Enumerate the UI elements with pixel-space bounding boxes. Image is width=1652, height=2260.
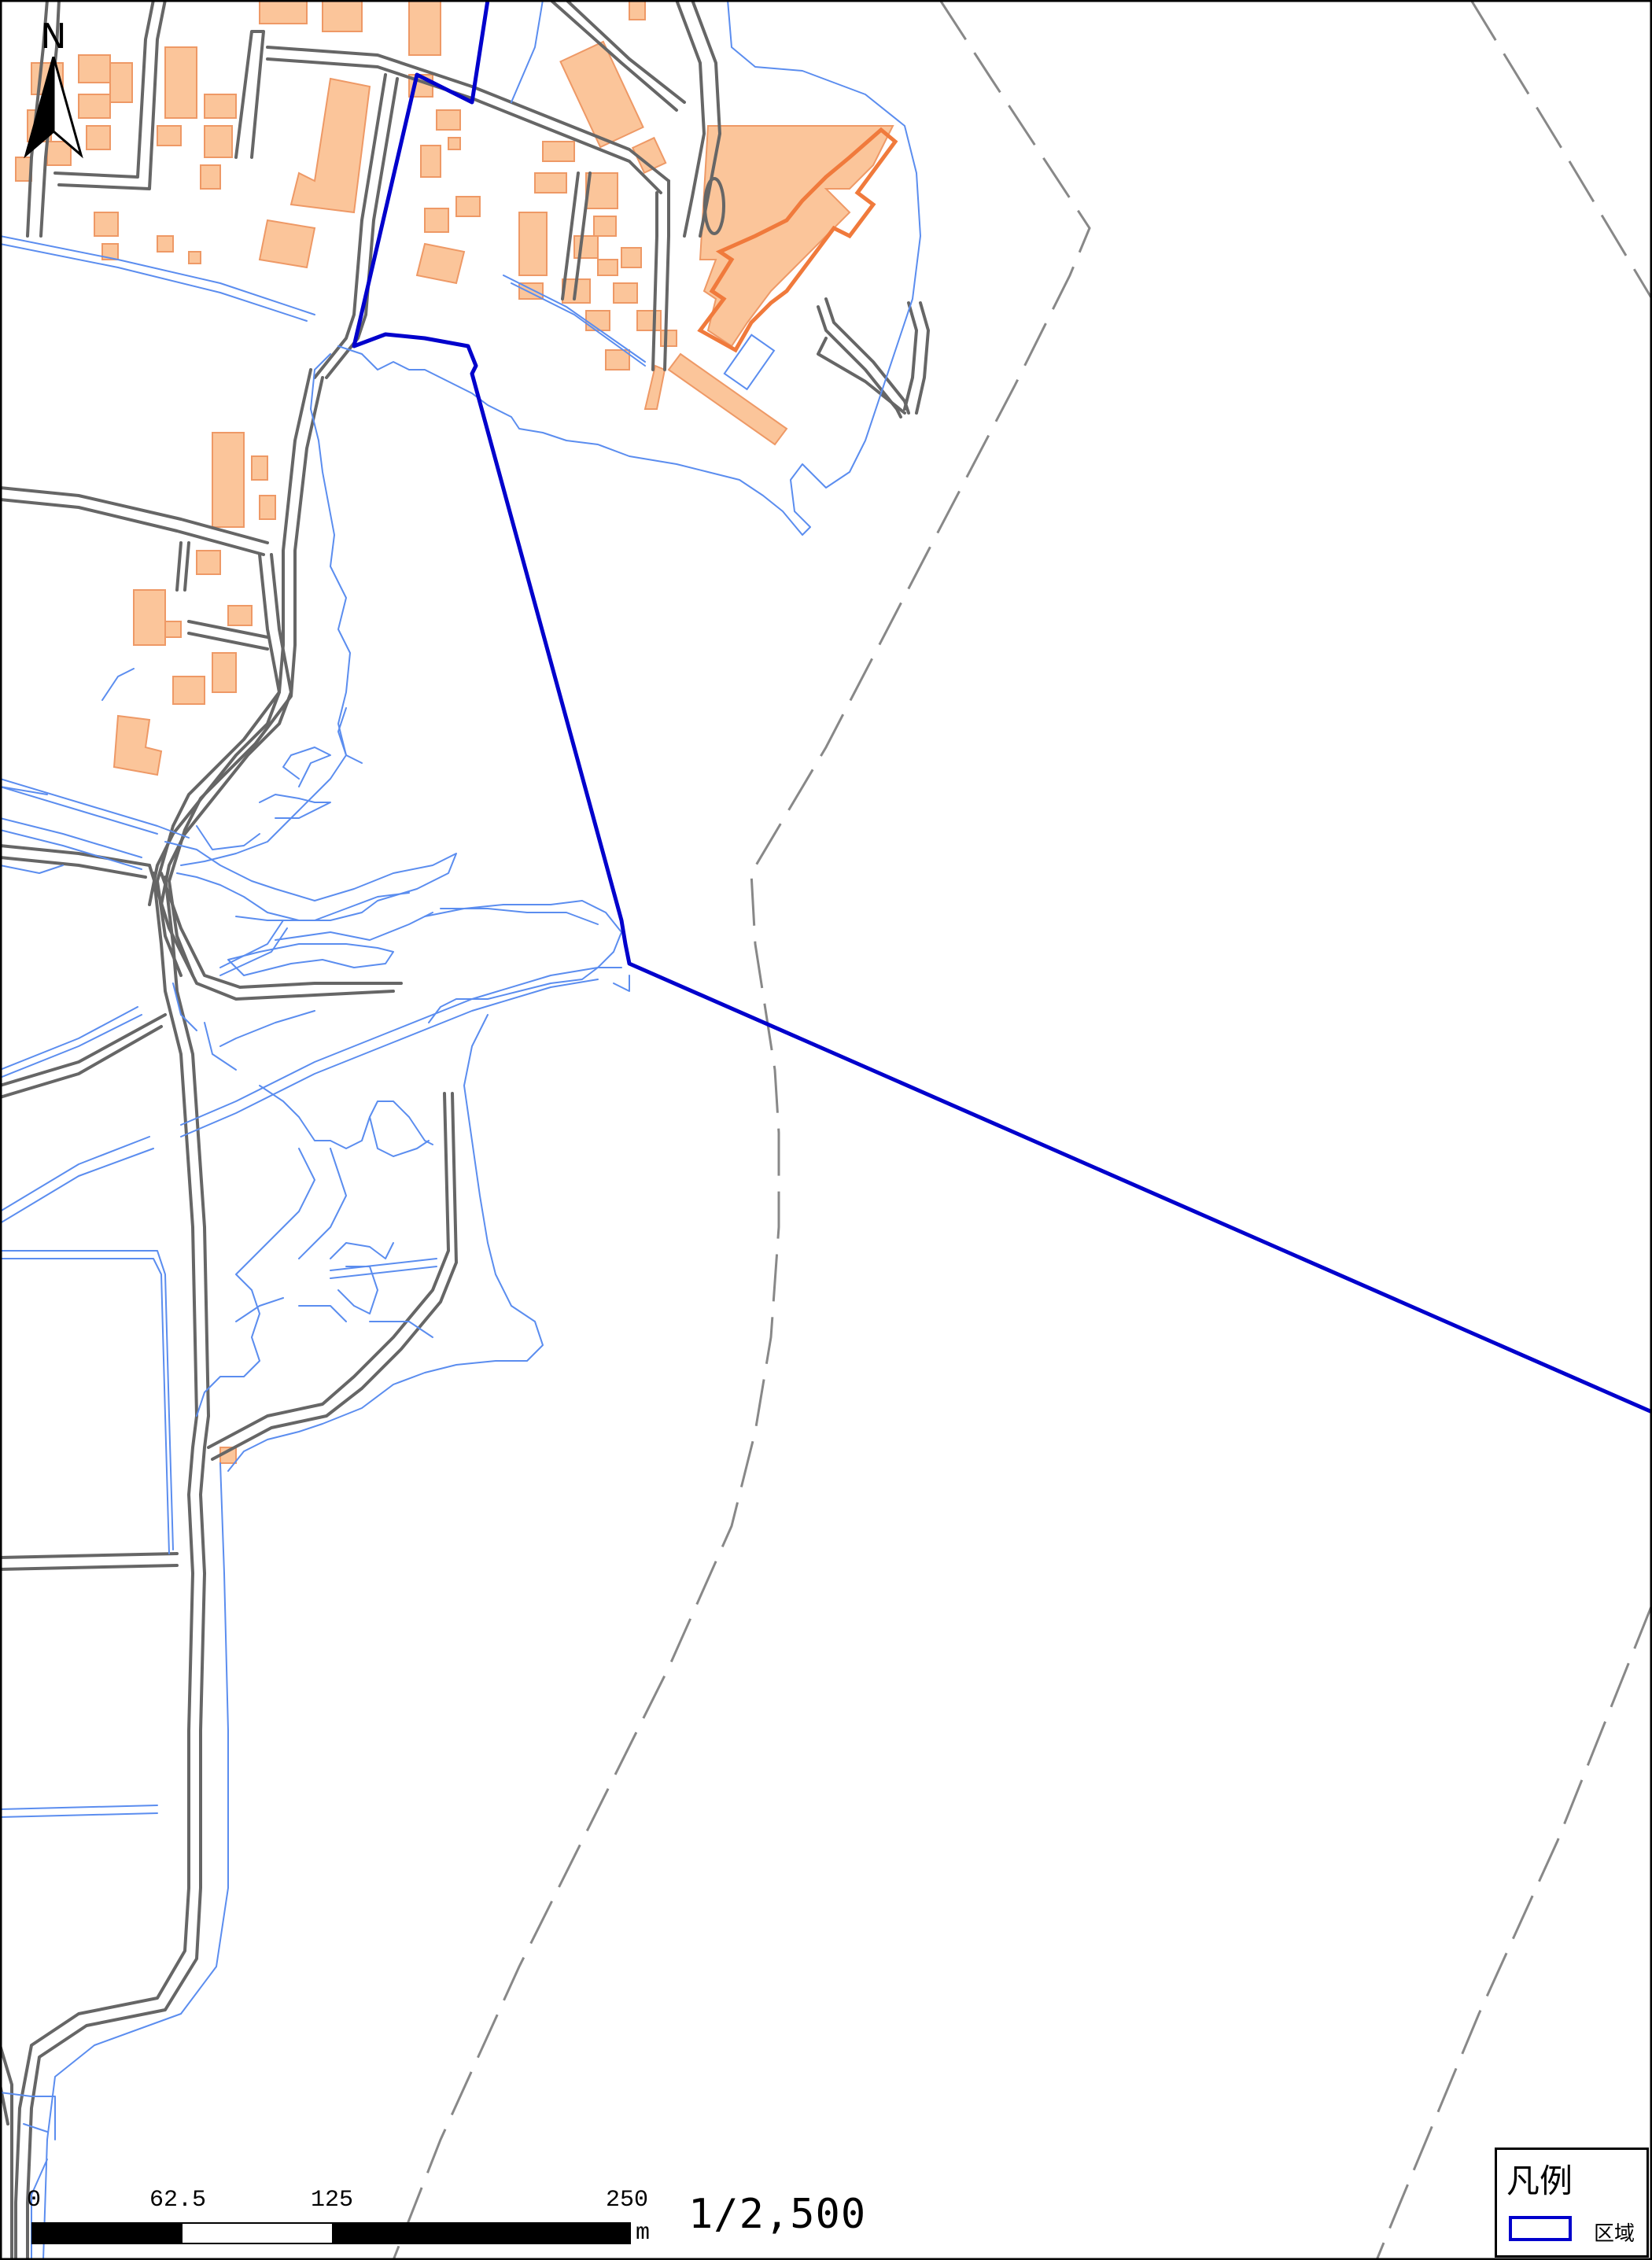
scale-tick-250: 250	[606, 2187, 649, 2214]
dashed-boundary-layer	[392, 0, 1652, 2260]
legend-box: 凡例 区域	[1495, 2148, 1649, 2258]
north-arrow-icon	[24, 57, 83, 159]
legend-label-area: 区域	[1594, 2222, 1635, 2246]
area-boundary	[352, 0, 1652, 1414]
scale-bar-graphic	[31, 2222, 631, 2244]
legend-item-area: 区域	[1509, 2213, 1643, 2246]
legend-swatch-area	[1509, 2216, 1572, 2241]
road-layer	[0, 0, 930, 2260]
building-layer	[15, 0, 894, 1464]
north-label: N	[40, 17, 67, 57]
scale-tick-125: 125	[311, 2187, 354, 2214]
water-line-layer	[0, 0, 921, 2260]
scale-tick-62-5: 62.5	[149, 2187, 207, 2214]
scale-bar: 0 62.5 125 250 m	[0, 2187, 708, 2250]
scale-tick-0: 0	[27, 2187, 42, 2214]
north-arrow: N	[22, 17, 85, 159]
highlighted-building	[697, 127, 898, 353]
legend-title: 凡例	[1506, 2162, 1573, 2200]
scale-segment-white	[183, 2224, 332, 2243]
scale-ratio: 1/2,500	[688, 2191, 867, 2238]
scale-unit: m	[636, 2220, 651, 2247]
small-water-feature	[723, 334, 776, 391]
